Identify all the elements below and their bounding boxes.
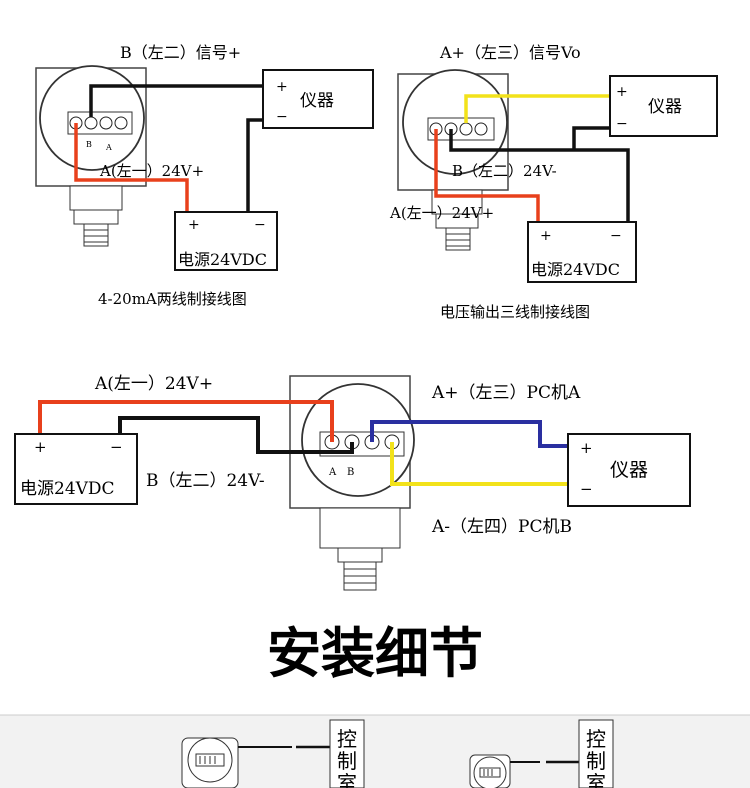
d2-instrument-box xyxy=(609,75,718,137)
svg-text:−: − xyxy=(254,217,266,233)
svg-text:−: − xyxy=(580,480,593,498)
d3-power-minus-wire xyxy=(118,416,354,454)
diagram-two-wire: B（左二）信号+ B A + − 仪器 A(左一）24V+ xyxy=(35,43,374,308)
d3-pc-a-wire xyxy=(370,420,570,448)
d3-b-label: B（左二）24V- xyxy=(146,471,265,491)
svg-text:+: + xyxy=(188,217,200,233)
installation-detail-band: 控制室 控制室 xyxy=(0,714,750,788)
svg-text:A: A xyxy=(105,143,112,152)
d1-return-wire xyxy=(246,118,265,212)
svg-text:+: + xyxy=(616,84,628,100)
d1-instrument-label: 仪器 xyxy=(300,91,334,111)
svg-text:+: + xyxy=(580,439,593,457)
svg-text:+: + xyxy=(34,438,47,456)
d1-a-label: A(左一）24V+ xyxy=(99,162,204,180)
d3-instrument-box xyxy=(567,433,691,507)
d1-power-plus-wire xyxy=(74,123,189,212)
d1-instrument-box xyxy=(262,69,374,129)
diagram-three-wire: A+（左三）信号Vo + − 仪器 B（左二）24V- A(左一）24V+ + … xyxy=(389,43,718,321)
svg-text:控制室: 控制室 xyxy=(586,727,606,788)
device-gauge-right xyxy=(469,754,511,788)
d1-caption: 4-20mA两线制接线图 xyxy=(98,290,247,308)
d1-power-label: 电源24VDC xyxy=(178,250,267,269)
control-room-box-right xyxy=(578,719,614,788)
control-room-box-left xyxy=(329,719,365,788)
d3-a-minus-label: A-（左四）PC机B xyxy=(431,517,572,537)
d1-b-label: B（左二）信号+ xyxy=(120,43,241,62)
d2-b-label: B（左二）24V- xyxy=(452,162,557,180)
d3-pc-b-wire xyxy=(390,442,570,486)
svg-text:控制室: 控制室 xyxy=(337,727,357,788)
diagram-rs485: A(左一）24V+ A+（左三）PC机A A B + − 电源24VDC B（左… xyxy=(14,374,691,591)
svg-text:−: − xyxy=(610,228,622,244)
d3-power-label: 电源24VDC xyxy=(20,479,115,499)
svg-text:+: + xyxy=(276,79,288,95)
svg-text:A: A xyxy=(328,467,337,478)
d2-a-plus-label: A+（左三）信号Vo xyxy=(439,43,581,62)
d2-power-plus-wire xyxy=(434,129,540,226)
d2-signal-wire xyxy=(464,94,612,123)
d3-a-label: A(左一）24V+ xyxy=(94,374,213,394)
d2-power-label: 电源24VDC xyxy=(531,260,620,279)
d3-power-plus-wire xyxy=(38,400,334,442)
d3-power-box xyxy=(14,433,138,505)
d2-power-box xyxy=(527,221,637,283)
d2-a-label: A(左一）24V+ xyxy=(389,204,494,222)
d3-instrument-label: 仪器 xyxy=(610,459,648,481)
section-title: 安装细节 xyxy=(267,622,483,685)
svg-text:−: − xyxy=(110,438,123,456)
d3-a-plus-label: A+（左三）PC机A xyxy=(431,383,581,403)
svg-text:B: B xyxy=(86,140,92,149)
d2-instrument-return-wire xyxy=(572,126,612,150)
d2-minus-wire xyxy=(449,129,630,226)
svg-text:−: − xyxy=(616,116,628,132)
d2-instrument-label: 仪器 xyxy=(648,97,682,117)
device-gauge-left xyxy=(181,737,239,788)
svg-text:+: + xyxy=(540,228,552,244)
d2-caption: 电压输出三线制接线图 xyxy=(440,303,590,321)
d1-signal-wire xyxy=(89,84,265,117)
d1-power-box xyxy=(174,211,278,271)
svg-text:−: − xyxy=(276,109,288,125)
svg-text:B: B xyxy=(347,467,354,478)
